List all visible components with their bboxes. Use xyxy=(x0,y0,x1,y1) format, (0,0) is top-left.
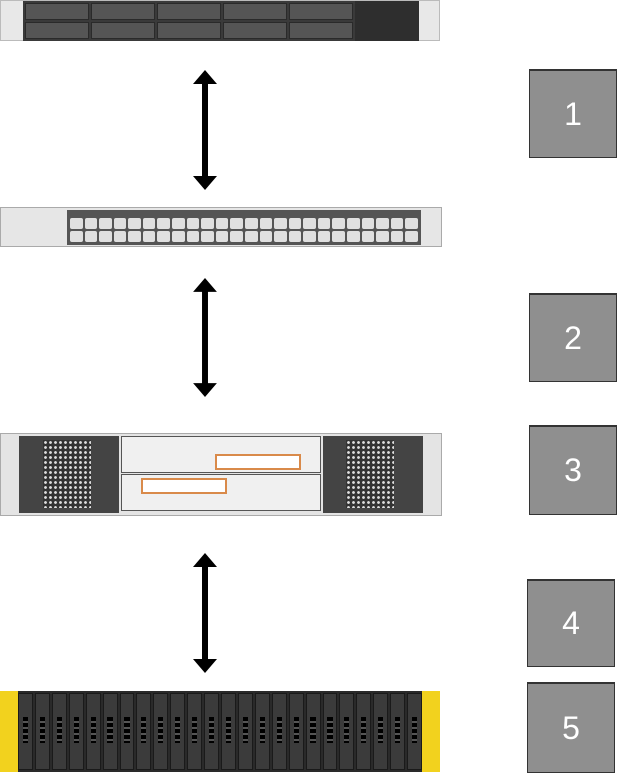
port xyxy=(128,218,141,229)
drive-bay xyxy=(25,22,89,39)
port xyxy=(201,218,214,229)
step-box-2: 2 xyxy=(529,293,617,382)
double-arrow-icon xyxy=(193,278,217,397)
port xyxy=(303,231,316,242)
port xyxy=(70,231,83,242)
port xyxy=(99,218,112,229)
drive-bay xyxy=(68,693,84,770)
port xyxy=(244,231,258,242)
drive-bay xyxy=(221,693,236,770)
port xyxy=(142,218,156,229)
drive-bay xyxy=(223,3,287,20)
drive-bay xyxy=(85,693,101,770)
port xyxy=(332,218,346,229)
port xyxy=(70,218,83,229)
drive-bay xyxy=(237,693,253,770)
port xyxy=(376,218,389,229)
port xyxy=(405,231,418,242)
drive-bay xyxy=(157,22,221,39)
step-box-3: 3 xyxy=(529,425,617,515)
drive-bay xyxy=(390,693,406,770)
rack-server xyxy=(0,0,440,41)
drive-bay xyxy=(322,693,338,770)
drive-enclosure xyxy=(0,691,440,772)
drive-bay xyxy=(170,693,186,770)
port xyxy=(303,218,316,229)
step-box-5: 5 xyxy=(527,682,615,773)
port xyxy=(274,231,287,242)
port xyxy=(186,218,200,229)
port xyxy=(317,218,331,229)
port xyxy=(347,231,360,242)
port xyxy=(142,231,156,242)
port xyxy=(361,218,375,229)
drive-bay xyxy=(25,3,89,20)
drive-bay xyxy=(119,693,135,770)
step-box-1: 1 xyxy=(529,69,617,158)
drive-bay xyxy=(289,3,353,20)
port xyxy=(317,231,331,242)
drive-bay xyxy=(91,22,155,39)
drive-bay xyxy=(153,693,169,770)
drive-bay xyxy=(34,693,50,770)
storage-array-controller-enclosure xyxy=(0,433,442,516)
port xyxy=(390,231,404,242)
port xyxy=(113,218,127,229)
port xyxy=(84,231,98,242)
port xyxy=(288,231,302,242)
port xyxy=(347,218,360,229)
port xyxy=(128,231,141,242)
drive-bay xyxy=(91,3,155,20)
drive-bay xyxy=(204,693,219,770)
port xyxy=(186,231,200,242)
double-arrow-icon xyxy=(193,553,217,673)
drive-bay xyxy=(289,22,353,39)
port xyxy=(230,218,243,229)
double-arrow-icon xyxy=(193,70,217,190)
drive-bay xyxy=(407,693,422,770)
drive-bay xyxy=(271,693,287,770)
port xyxy=(244,218,258,229)
drive-bay xyxy=(254,693,270,770)
port xyxy=(113,231,127,242)
drive-bay xyxy=(136,693,152,770)
drive-bay xyxy=(157,3,221,20)
port xyxy=(201,231,214,242)
drive-bay xyxy=(305,693,321,770)
port xyxy=(84,218,98,229)
port xyxy=(230,231,243,242)
port xyxy=(361,231,375,242)
port xyxy=(215,231,229,242)
drive-bay xyxy=(187,693,203,770)
port xyxy=(157,218,171,229)
port xyxy=(390,218,404,229)
fibre-channel-switch xyxy=(0,207,442,247)
drive-bay xyxy=(288,693,304,770)
port xyxy=(259,231,273,242)
port xyxy=(172,231,185,242)
port xyxy=(332,231,346,242)
port xyxy=(274,218,287,229)
drive-bay xyxy=(102,693,118,770)
drive-bay xyxy=(223,22,287,39)
port xyxy=(157,231,171,242)
drive-bay xyxy=(51,693,67,770)
step-box-4: 4 xyxy=(527,579,615,667)
port xyxy=(99,231,112,242)
port xyxy=(259,218,273,229)
drive-bay xyxy=(373,693,389,770)
drive-bay xyxy=(339,693,355,770)
port xyxy=(288,218,302,229)
port xyxy=(172,218,185,229)
port xyxy=(405,218,418,229)
port xyxy=(215,218,229,229)
drive-bay xyxy=(18,693,33,770)
drive-bay xyxy=(356,693,372,770)
port xyxy=(376,231,389,242)
